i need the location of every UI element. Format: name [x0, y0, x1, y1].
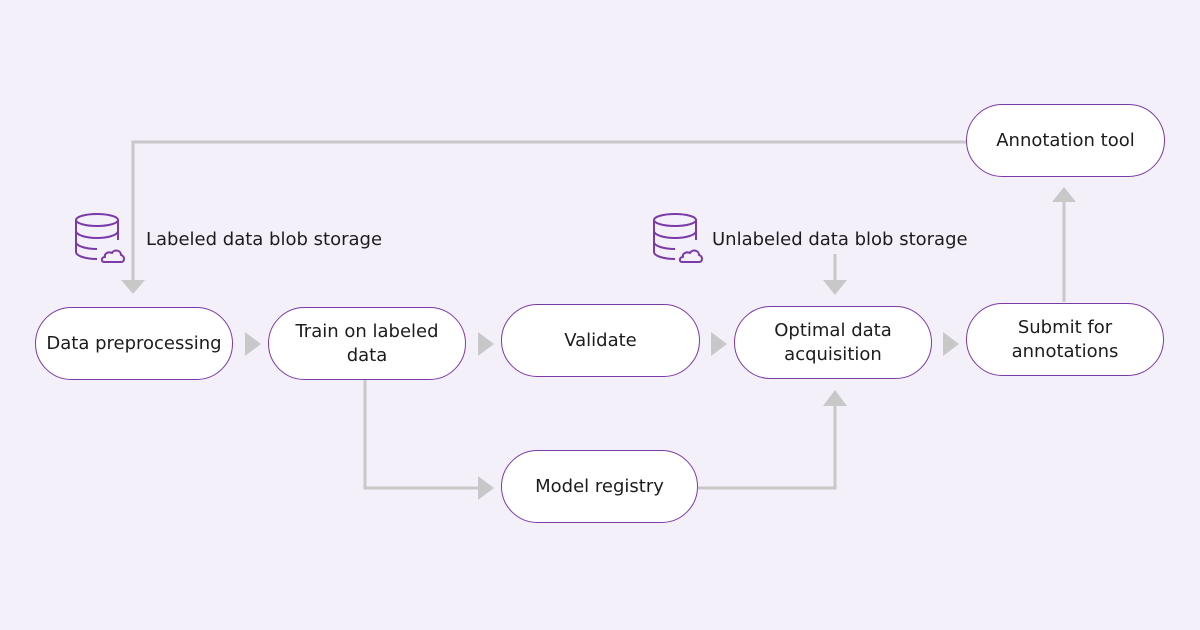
arrowhead-into-preprocessing: [121, 280, 145, 294]
connector-train-to-registry: [363, 380, 478, 490]
connector-annotation-to-preprocessing: [131, 140, 966, 280]
arrowhead-into-registry: [478, 476, 494, 500]
node-optimal-data-acquisition: Optimal data acquisition: [734, 306, 932, 379]
unlabeled-storage: Unlabeled data blob storage: [652, 212, 968, 266]
labeled-storage-label: Labeled data blob storage: [146, 228, 383, 250]
node-validate: Validate: [501, 304, 700, 377]
node-data-preprocessing: Data preprocessing: [35, 307, 233, 380]
node-train-on-labeled-data: Train on labeled data: [268, 307, 466, 380]
step-arrow-4: [943, 332, 959, 356]
node-submit-for-annotations: Submit for annotations: [966, 303, 1164, 376]
labeled-storage: Labeled data blob storage: [74, 212, 382, 266]
unlabeled-storage-label: Unlabeled data blob storage: [712, 228, 968, 250]
arrowhead-into-annotation: [1052, 187, 1076, 202]
database-cloud-icon: [74, 212, 126, 266]
arrowhead-into-acquisition-top: [823, 280, 847, 295]
arrowhead-into-acquisition-bottom: [823, 390, 847, 406]
connector-registry-to-acquisition: [698, 406, 837, 490]
node-model-registry: Model registry: [501, 450, 698, 523]
step-arrow-3: [711, 332, 727, 356]
step-arrow-2: [478, 332, 494, 356]
step-arrow-1: [245, 332, 261, 356]
node-annotation-tool: Annotation tool: [966, 104, 1165, 177]
database-cloud-icon: [652, 212, 704, 266]
